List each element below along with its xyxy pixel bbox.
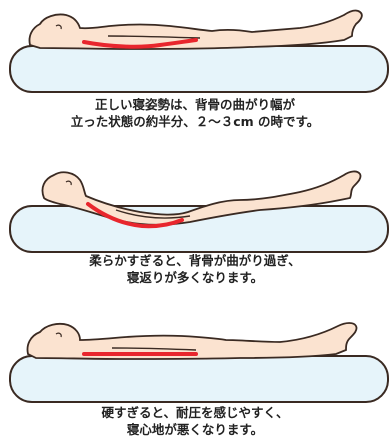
panel-too-soft: 柔らかすぎると、背骨が曲がり過ぎ、 寝返りが多くなります。 bbox=[0, 160, 390, 300]
spine-line bbox=[82, 38, 198, 49]
correct-posture-illustration bbox=[9, 9, 389, 93]
arm bbox=[107, 35, 201, 39]
ear bbox=[55, 24, 62, 30]
caption-line: 立った状態の約半分、２～３cm の時です。 bbox=[70, 114, 320, 129]
spine-line bbox=[86, 202, 184, 229]
caption-too-hard: 硬すぎると、耐圧を感じやすく、 寝心地が悪くなります。 bbox=[0, 404, 390, 438]
ear bbox=[65, 180, 72, 186]
too-hard-illustration bbox=[9, 322, 389, 403]
mattress bbox=[9, 355, 389, 403]
caption-line: 柔らかすぎると、背骨が曲がり過ぎ、 bbox=[89, 253, 301, 268]
arm bbox=[115, 209, 191, 219]
ear bbox=[55, 332, 62, 338]
mattress bbox=[9, 45, 389, 93]
too-soft-illustration bbox=[9, 170, 389, 253]
mattress bbox=[9, 205, 389, 253]
sleeping-body bbox=[28, 9, 363, 50]
caption-line: 硬すぎると、耐圧を感じやすく、 bbox=[101, 405, 289, 420]
caption-too-soft: 柔らかすぎると、背骨が曲がり過ぎ、 寝返りが多くなります。 bbox=[0, 252, 390, 286]
caption-line: 正しい寝姿勢は、背骨の曲がり幅が bbox=[94, 97, 295, 112]
sleeping-body bbox=[26, 322, 358, 360]
panel-correct-posture: 正しい寝姿勢は、背骨の曲がり幅が 立った状態の約半分、２～３cm の時です。 bbox=[0, 0, 390, 140]
panel-too-hard: 硬すぎると、耐圧を感じやすく、 寝心地が悪くなります。 bbox=[0, 310, 390, 441]
caption-correct: 正しい寝姿勢は、背骨の曲がり幅が 立った状態の約半分、２～３cm の時です。 bbox=[0, 96, 390, 130]
arm bbox=[111, 347, 197, 351]
caption-line: 寝返りが多くなります。 bbox=[126, 270, 264, 285]
caption-line: 寝心地が悪くなります。 bbox=[126, 422, 264, 437]
